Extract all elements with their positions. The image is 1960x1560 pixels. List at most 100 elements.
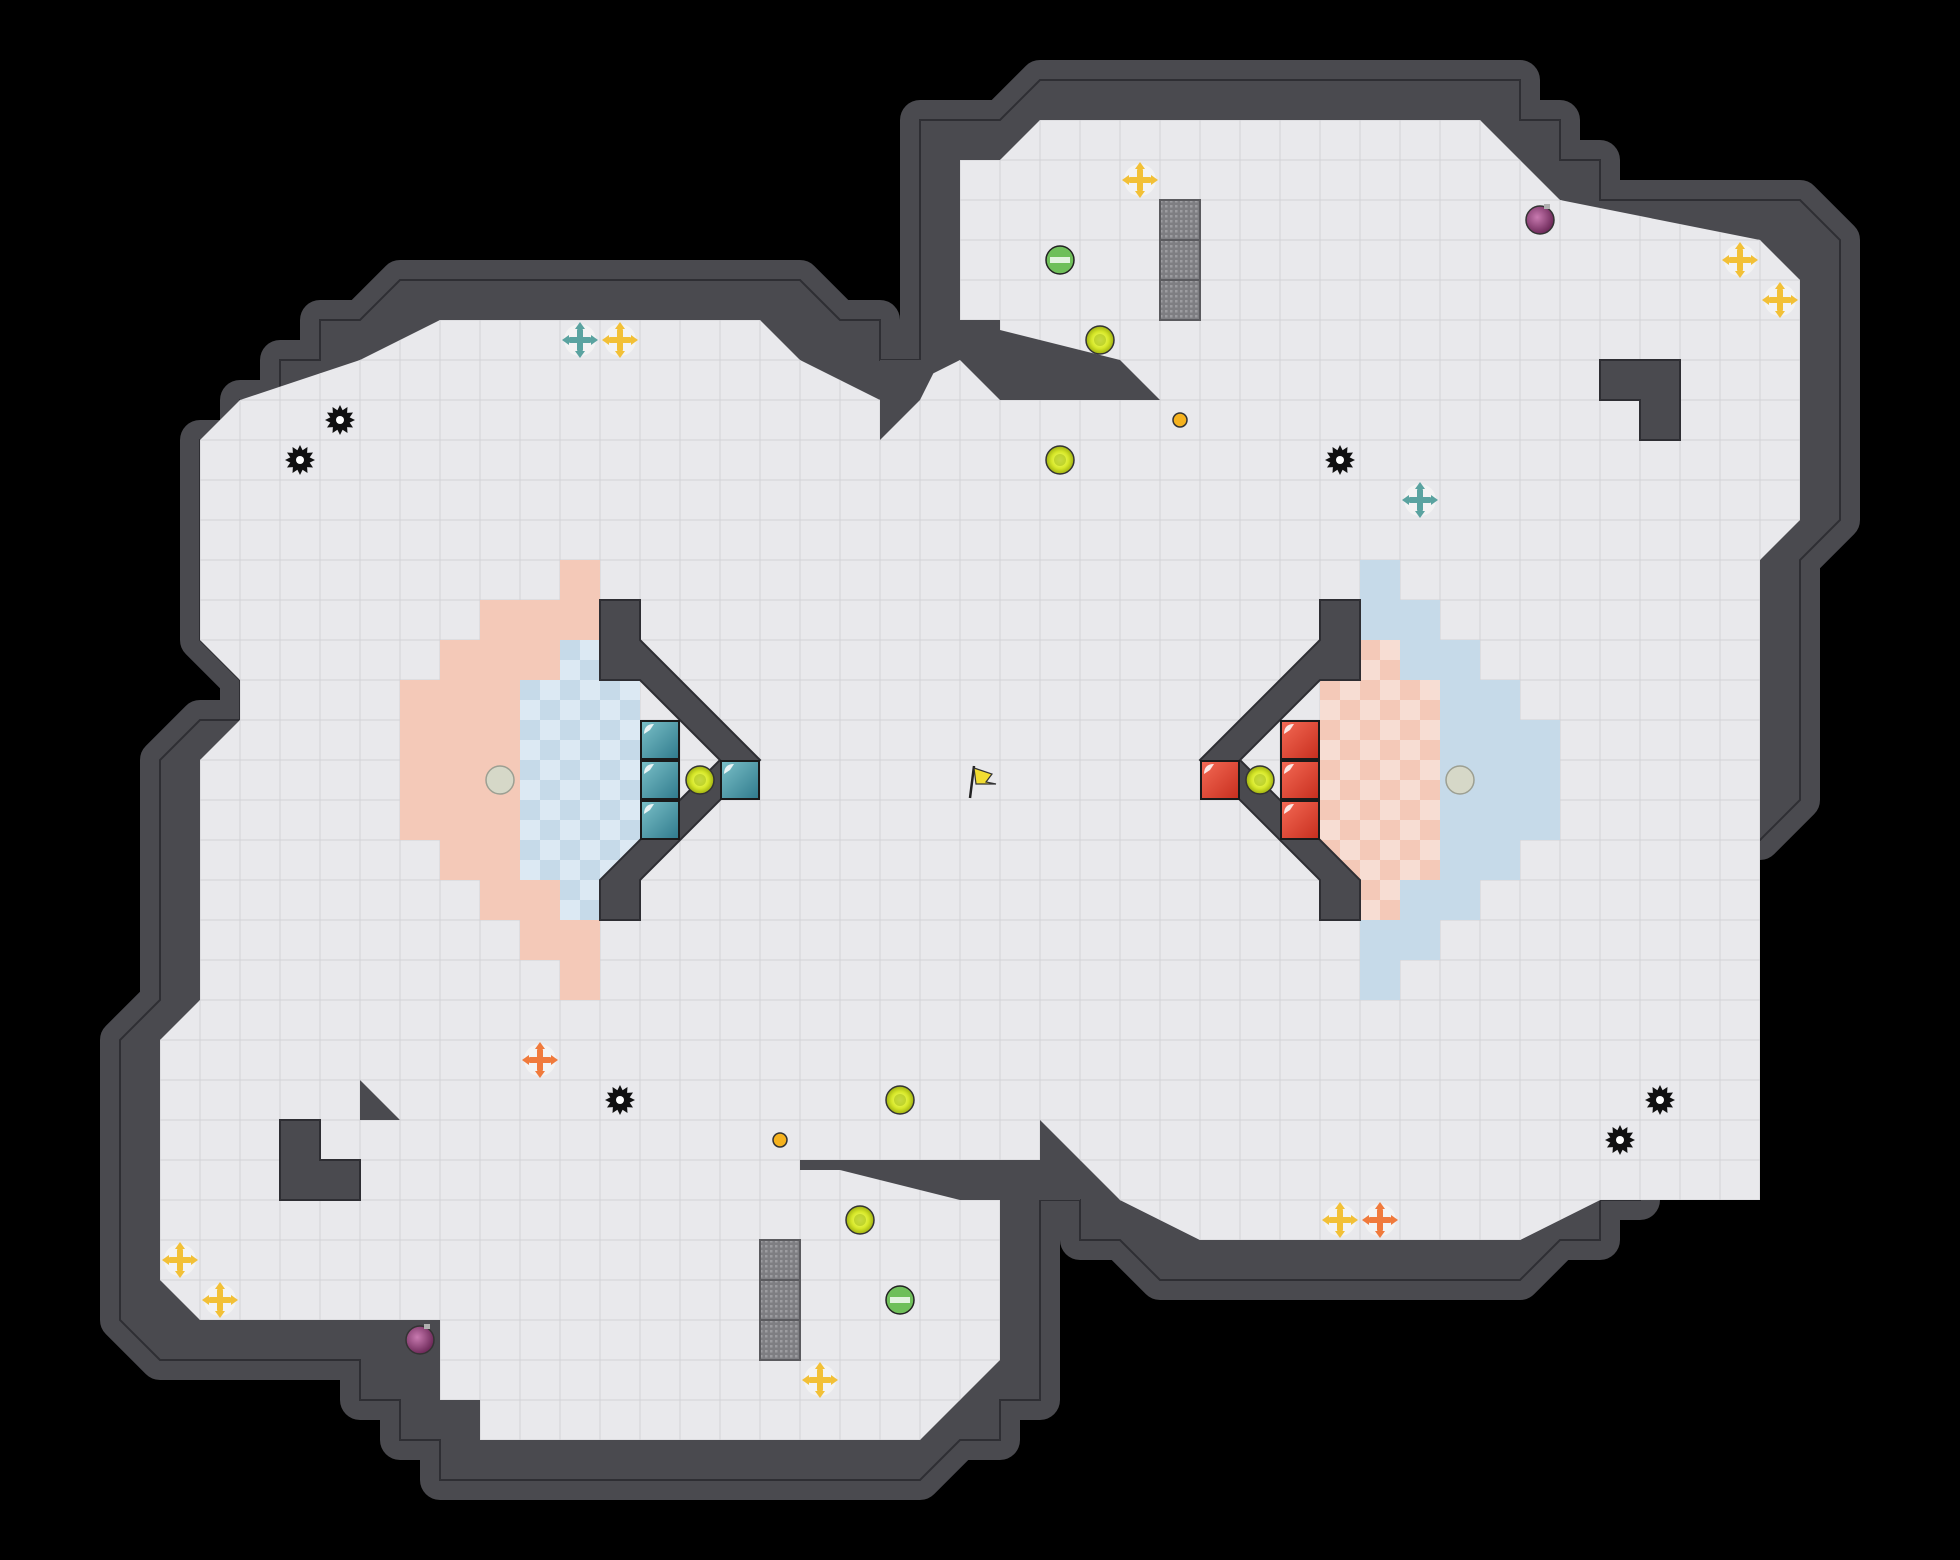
blue-zone-tile xyxy=(1400,920,1440,960)
red-team-tile xyxy=(1200,760,1240,800)
gate-icon xyxy=(759,1279,801,1321)
red-zone-tile xyxy=(480,840,520,880)
blue-zone-tile xyxy=(1520,720,1560,760)
blue-zone-tile xyxy=(1480,720,1520,760)
blue-zone-tile xyxy=(1480,760,1520,800)
flag-icon xyxy=(968,765,997,799)
red-zone-tile xyxy=(400,720,440,760)
blue-zone-tile xyxy=(1440,880,1480,920)
boost-icon xyxy=(1045,445,1075,475)
powerup-icon xyxy=(1762,282,1798,318)
blue-zone-tile xyxy=(1520,800,1560,840)
spike-icon xyxy=(1325,445,1355,475)
red-zone-tile xyxy=(440,760,480,800)
team-zones-layer xyxy=(400,560,1560,1000)
blue-zone-tile xyxy=(1440,680,1480,720)
blue-zone-tile xyxy=(1480,800,1520,840)
powerup-icon xyxy=(1362,1202,1398,1238)
boost-icon xyxy=(685,765,715,795)
spike-icon xyxy=(1645,1085,1675,1115)
red-zone-tile xyxy=(480,680,520,720)
blue-team-tile xyxy=(640,720,680,760)
gate-icon xyxy=(1159,199,1201,241)
gate-icon xyxy=(1159,239,1201,281)
spike-icon xyxy=(285,445,315,475)
blue-team-tile xyxy=(720,760,760,800)
gate-icon xyxy=(1159,279,1201,321)
objects-layer xyxy=(162,162,1798,1398)
blue-zone-tile xyxy=(1520,760,1560,800)
boost-icon xyxy=(1085,325,1115,355)
red-zone-tile xyxy=(440,640,480,680)
blue-zone-tile xyxy=(1440,640,1480,680)
red-zone-tile xyxy=(480,720,520,760)
bomb-icon xyxy=(1525,204,1555,235)
red-zone-tile xyxy=(560,960,600,1000)
powerup-icon xyxy=(202,1282,238,1318)
red-zone-tile xyxy=(520,920,560,960)
red-zone-tile xyxy=(480,600,520,640)
lower-divider-wall xyxy=(800,1120,1080,1200)
red-zone-tile xyxy=(520,640,560,680)
red-zone-tile xyxy=(440,680,480,720)
blue-zone-tile xyxy=(1360,600,1400,640)
powerup-icon xyxy=(802,1362,838,1398)
red-zone-tile xyxy=(480,800,520,840)
powerup-icon xyxy=(1122,162,1158,198)
team-boost-icon xyxy=(885,1285,915,1315)
blue-zone-tile xyxy=(1480,840,1520,880)
red-zone-tile xyxy=(560,560,600,600)
spike-icon xyxy=(1605,1125,1635,1155)
boost-icon xyxy=(845,1205,875,1235)
red-zone-tile xyxy=(440,720,480,760)
red-team-tile xyxy=(1280,760,1320,800)
blue-zone-tile xyxy=(1400,640,1440,680)
blue-zone-tile xyxy=(1440,720,1480,760)
gate-icon xyxy=(759,1239,801,1281)
powerup-icon xyxy=(162,1242,198,1278)
red-zone-tile xyxy=(400,680,440,720)
red-zone-tile xyxy=(560,600,600,640)
blue-zone-tile xyxy=(1400,600,1440,640)
portal-icon xyxy=(485,765,515,795)
blue-zone-tile xyxy=(1360,960,1400,1000)
red-zone-tile xyxy=(400,800,440,840)
l-wall-bottom-left xyxy=(279,1119,361,1201)
blue-zone-tile xyxy=(1360,560,1400,600)
mini-boost-icon xyxy=(772,1132,788,1148)
boost-icon xyxy=(1245,765,1275,795)
powerup-icon xyxy=(1402,482,1438,518)
team-boost-icon xyxy=(1045,245,1075,275)
red-team-tile xyxy=(1280,720,1320,760)
powerup-icon xyxy=(1722,242,1758,278)
blue-zone-tile xyxy=(1400,880,1440,920)
blue-team-tile xyxy=(640,800,680,840)
boost-icon xyxy=(885,1085,915,1115)
blue-zone-tile xyxy=(1440,840,1480,880)
mini-boost-icon xyxy=(1172,412,1188,428)
red-team-tile xyxy=(1280,800,1320,840)
red-zone-tile xyxy=(520,600,560,640)
spike-icon xyxy=(605,1085,635,1115)
powerup-icon xyxy=(602,322,638,358)
red-zone-tile xyxy=(520,880,560,920)
powerup-icon xyxy=(1322,1202,1358,1238)
red-zone-tile xyxy=(400,760,440,800)
blue-team-tile xyxy=(640,760,680,800)
red-zone-tile xyxy=(440,800,480,840)
blue-zone-tile xyxy=(1480,680,1520,720)
l-wall-top-right xyxy=(1599,359,1681,441)
blue-zone-tile xyxy=(1360,920,1400,960)
portal-icon xyxy=(1445,765,1475,795)
bomb-icon xyxy=(405,1324,435,1355)
red-zone-tile xyxy=(480,640,520,680)
red-zone-tile xyxy=(560,920,600,960)
gate-icon xyxy=(759,1319,801,1361)
upper-divider-wall xyxy=(880,320,1160,440)
spike-icon xyxy=(325,405,355,435)
powerup-icon xyxy=(562,322,598,358)
powerup-icon xyxy=(522,1042,558,1078)
red-zone-tile xyxy=(480,880,520,920)
